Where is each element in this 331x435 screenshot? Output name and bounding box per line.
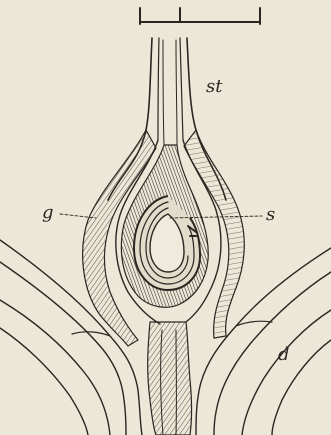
label-g: g: [42, 202, 54, 223]
label-s: s: [266, 204, 275, 225]
scale-bar: [140, 8, 260, 24]
label-st: st: [206, 76, 223, 97]
label-d: d: [278, 344, 290, 365]
lower-axis-tissue: [148, 322, 192, 435]
